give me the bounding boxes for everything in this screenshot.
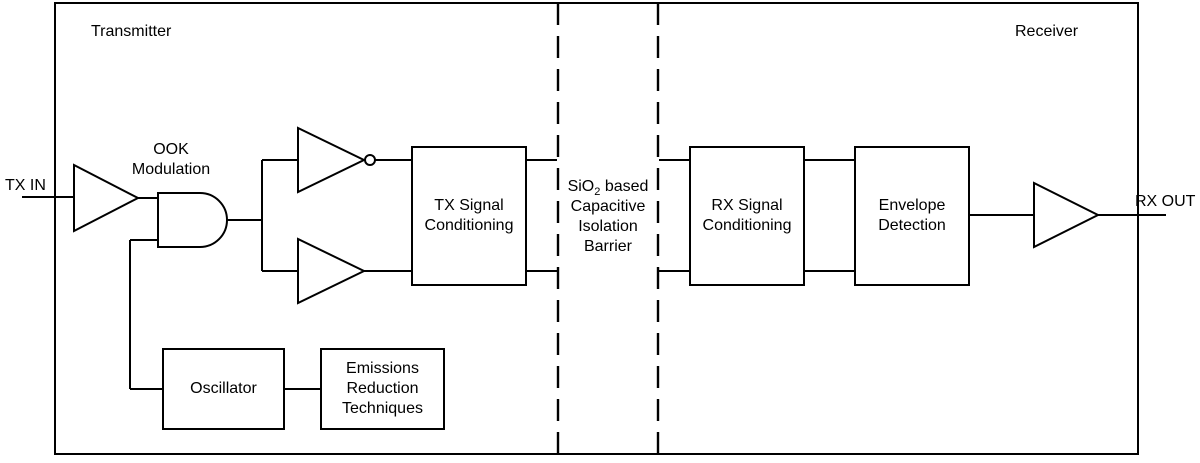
barrier-line1: SiO2 based bbox=[567, 177, 649, 199]
emissions-block-line2: Reduction bbox=[346, 380, 419, 397]
inverter-bubble bbox=[364, 154, 376, 166]
inverting-driver-triangle bbox=[297, 126, 367, 194]
input-buffer-triangle bbox=[73, 163, 141, 233]
barrier-line3: Isolation bbox=[578, 218, 638, 235]
rx-block-line2: Conditioning bbox=[702, 217, 792, 234]
barrier-label: SiO2 based Capacitive Isolation Barrier bbox=[548, 172, 668, 262]
oscillator-block-line1: Oscillator bbox=[190, 380, 257, 397]
emissions-reduction-block bbox=[320, 348, 445, 430]
oscillator-block bbox=[162, 348, 285, 430]
receiver-label: Receiver bbox=[1015, 23, 1079, 40]
rx-block-line1: RX Signal bbox=[711, 197, 783, 214]
rx-out-label: RX OUT bbox=[1135, 193, 1196, 210]
envelope-detection-block bbox=[854, 146, 970, 286]
tx-block-line1: TX Signal bbox=[434, 197, 504, 214]
tx-in-label: TX IN bbox=[5, 177, 46, 194]
rx-signal-conditioning-text: RX Signal Conditioning bbox=[690, 147, 804, 285]
tx-block-line2: Conditioning bbox=[424, 217, 514, 234]
oscillator-text: Oscillator bbox=[163, 349, 284, 429]
barrier-line2: Capacitive bbox=[570, 198, 646, 215]
noninverting-driver-triangle bbox=[297, 237, 367, 305]
barrier-sio-suffix: based bbox=[600, 178, 649, 195]
emissions-reduction-text: Emissions Reduction Techniques bbox=[321, 349, 444, 429]
ook-label-line2: Modulation bbox=[131, 161, 211, 178]
barrier-sio-prefix: SiO bbox=[567, 178, 595, 195]
ook-label-line1: OOK bbox=[153, 141, 189, 158]
barrier-line4: Barrier bbox=[583, 238, 632, 255]
barrier-sio-subscript: 2 bbox=[594, 186, 601, 199]
emissions-block-line3: Techniques bbox=[342, 400, 423, 417]
envelope-block-line1: Envelope bbox=[878, 197, 946, 214]
tx-signal-conditioning-block bbox=[411, 146, 527, 286]
tx-signal-conditioning-text: TX Signal Conditioning bbox=[412, 147, 526, 285]
envelope-detection-text: Envelope Detection bbox=[855, 147, 969, 285]
rx-signal-conditioning-block bbox=[689, 146, 805, 286]
ook-and-gate bbox=[157, 192, 228, 248]
transmitter-label: Transmitter bbox=[91, 23, 172, 40]
envelope-block-line2: Detection bbox=[878, 217, 946, 234]
package-outline bbox=[54, 2, 1139, 455]
output-buffer-triangle bbox=[1033, 181, 1101, 249]
emissions-block-line1: Emissions bbox=[346, 360, 419, 377]
